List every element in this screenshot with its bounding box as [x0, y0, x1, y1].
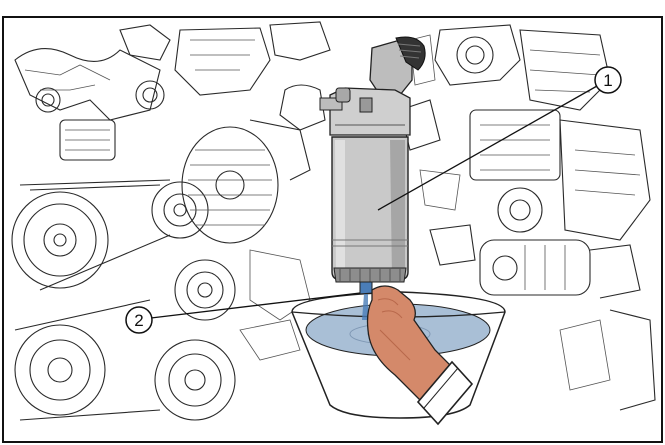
drain-valve [359, 281, 373, 295]
callout-1-label: 1 [603, 71, 612, 90]
callout-2-circle [125, 306, 153, 334]
callout-2: 2 [125, 292, 361, 334]
engine-illustration [11, 21, 656, 421]
callout-2-label: 2 [134, 311, 143, 330]
callout-1-leader [377, 85, 598, 211]
hand-icon [366, 285, 474, 426]
callout-2-leader [150, 292, 361, 319]
callout-1: 1 [377, 66, 622, 211]
fuel-filter-icon [319, 36, 426, 295]
callout-1-circle [594, 66, 622, 94]
